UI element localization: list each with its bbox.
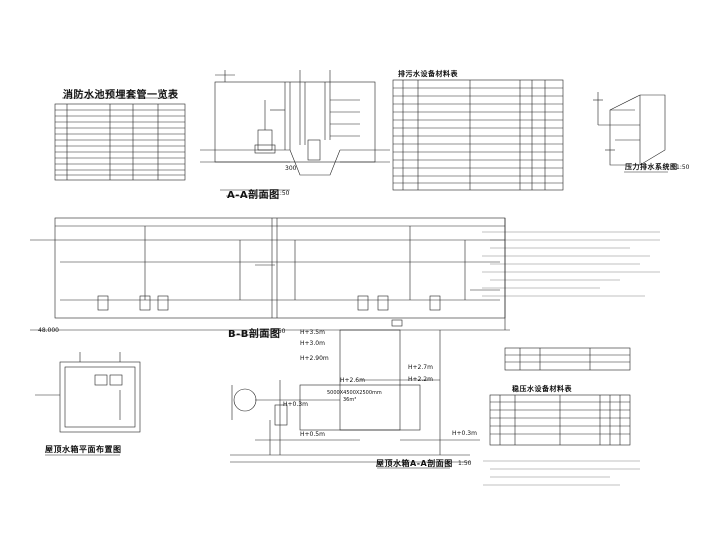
- pressure-detail-scale: 1:50: [676, 164, 690, 171]
- tank-volume: 36m³: [343, 397, 357, 403]
- elev-h05: H+0.5m: [300, 431, 325, 438]
- roof-tank-plan-drawing: [35, 352, 141, 433]
- fire-pool-table-title: 消防水池预埋套管一览表: [63, 90, 179, 101]
- aa-section-dim: 300: [285, 165, 297, 172]
- drainage-table-title: 排污水设备材料表: [398, 70, 458, 78]
- elev-h03: H+0.3m: [283, 401, 308, 408]
- tank-dimensions: 5000X4500X2500mm: [327, 390, 382, 396]
- drainage-equipment-table: [392, 79, 564, 191]
- notes-block-lower: [483, 460, 640, 486]
- bb-section-title: B-B剖面图: [228, 329, 281, 340]
- roof-tank-aa-section: [230, 319, 480, 463]
- pressure-drainage-detail: [593, 92, 666, 166]
- bb-section-scale: 1:50: [272, 328, 286, 335]
- aa-section-title: A-A剖面图: [227, 190, 280, 201]
- elev-h22: H+2.2m: [408, 376, 433, 383]
- notes-block-upper: [482, 231, 660, 297]
- aa-section-scale: 1:50: [276, 190, 290, 197]
- elev-h-right: H+0.3m: [452, 430, 477, 437]
- fire-pool-pipe-table: [54, 103, 186, 181]
- pressure-detail-title: 压力排水系统图: [625, 163, 678, 171]
- elev-h29: H+2.90m: [300, 355, 329, 362]
- elev-h27: H+2.7m: [408, 364, 433, 371]
- roof-plan-title: 屋顶水箱平面布置图: [45, 445, 122, 454]
- roof-aa-title: 屋顶水箱A-A剖面图: [376, 459, 453, 468]
- pressure-table-title: 稳压水设备材料表: [512, 385, 572, 393]
- elev-h30: H+3.0m: [300, 340, 325, 347]
- roof-aa-scale: 1:50: [458, 460, 472, 467]
- elev-h26: H+2.6m: [340, 377, 365, 384]
- elev-h35: H+3.5m: [300, 329, 325, 336]
- pressure-equipment-table: [489, 347, 631, 446]
- aa-section-drawing: [200, 70, 390, 191]
- bb-section-drawing: [30, 217, 510, 331]
- ground-elevation: 48.000: [38, 327, 59, 334]
